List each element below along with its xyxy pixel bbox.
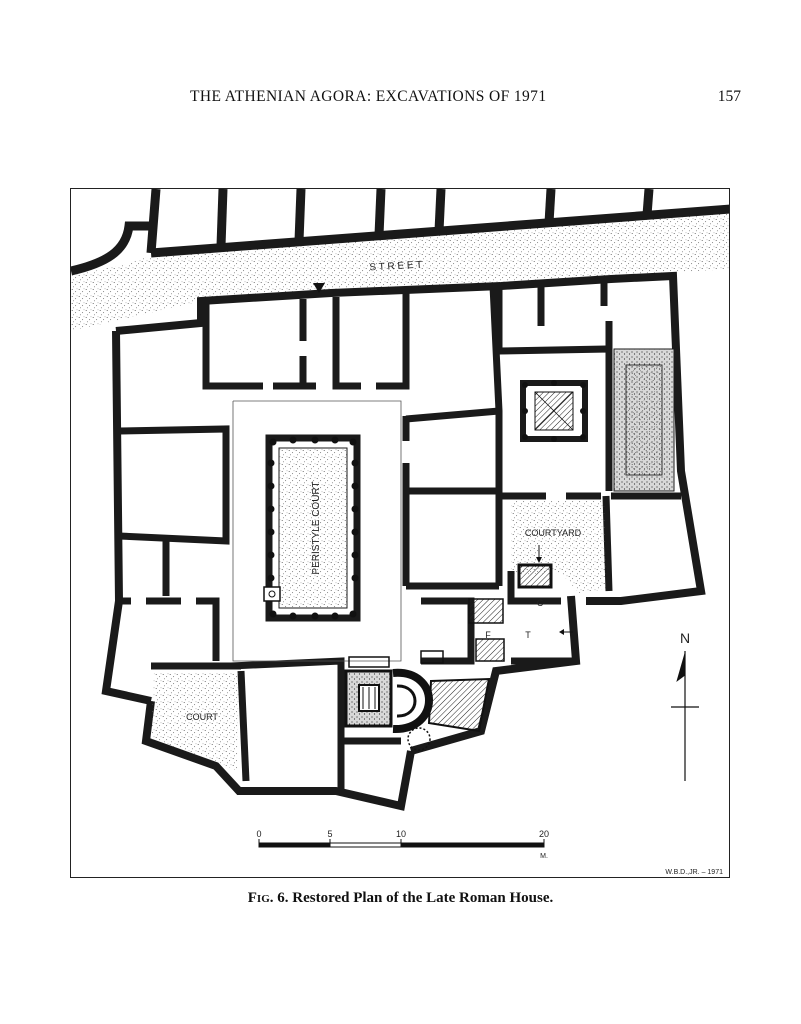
room-f-label: F (485, 630, 491, 640)
peristyle-court-label: PERISTYLE COURT (311, 481, 322, 574)
well-box (263, 586, 281, 602)
peristyle-surround (232, 400, 402, 662)
entrance-marker (313, 283, 325, 293)
street-label: S T R E E T (369, 260, 422, 274)
peristyle-columns (267, 436, 359, 620)
scale-tick-5: 5 (327, 829, 332, 839)
caption-text: Restored Plan of the Late Roman House. (292, 890, 554, 906)
courtyard-label: COURTYARD (525, 528, 582, 538)
pool-room (613, 348, 675, 492)
north-arrow-icon (671, 651, 699, 781)
small-court (520, 380, 588, 442)
street-area (71, 211, 729, 331)
scale-bar (258, 839, 545, 848)
floor-plan: S T R E E T PERISTYLE COURT COURTYARD CO… (71, 189, 729, 876)
round-basin (407, 727, 431, 751)
curved-corner-wall (71, 221, 149, 276)
scale-tick-20: 20 (539, 829, 549, 839)
court-area (151, 673, 239, 771)
north-label: N (680, 630, 690, 646)
scale-tick-0: 0 (256, 829, 261, 839)
figure-number: Fig. 6. (247, 890, 289, 906)
court-label: COURT (186, 712, 218, 722)
walls (71, 189, 729, 811)
west-rooms (118, 425, 241, 670)
north-shops (146, 189, 729, 258)
running-title: THE ATHENIAN AGORA: EXCAVATIONS OF 1971 (190, 88, 547, 105)
outer-walls (101, 271, 706, 811)
scale-unit: M. (540, 853, 548, 860)
bath-suite (344, 563, 553, 751)
east-block (495, 281, 681, 592)
page-number: 157 (717, 88, 741, 105)
scale-tick-10: 10 (396, 829, 406, 839)
draftsman-signature: W.B.D.,JR. – 1971 (665, 869, 723, 876)
figure-frame: S T R E E T PERISTYLE COURT COURTYARD CO… (70, 188, 730, 878)
room-t-label: T (525, 630, 531, 640)
room-c-label: C (537, 598, 544, 608)
figure-caption: Fig. 6. Restored Plan of the Late Roman … (0, 890, 801, 907)
running-head: THE ATHENIAN AGORA: EXCAVATIONS OF 1971 … (0, 88, 801, 110)
peristyle (263, 434, 361, 622)
